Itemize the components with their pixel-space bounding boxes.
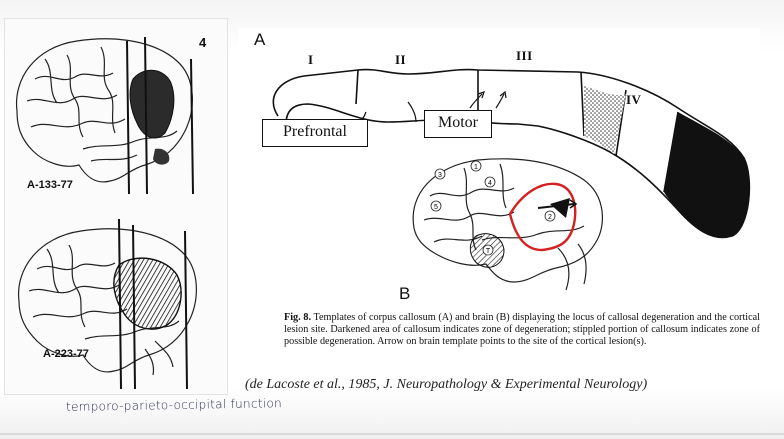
cut-line: [190, 58, 194, 195]
brain-bottom-drawing: [17, 228, 197, 376]
region-label-iv: IV: [626, 92, 642, 107]
brain-top-drawing: [15, 38, 193, 183]
callosum-dark-zone: [664, 112, 750, 238]
brain-top-lesion: [129, 69, 175, 139]
brain-number: 1: [474, 164, 478, 171]
lesion-arrow: [537, 203, 575, 209]
cut-line: [144, 36, 148, 195]
brain-bottom-lesion: [113, 257, 182, 330]
prefrontal-label: Prefrontal: [262, 119, 368, 147]
left-brain-figure: 4 A-133-77 A-223-77: [4, 18, 228, 395]
case-label-bottom: A-223-77: [43, 348, 89, 360]
brain-b-lesion-dark: [550, 198, 570, 218]
region-label-ii: II: [395, 52, 407, 67]
citation: (de Lacoste et al., 1985, J. Neuropathol…: [245, 377, 648, 392]
callosum-and-brain-diagram: 3 1 4 5 2 T: [272, 68, 751, 291]
region-label-i: I: [308, 52, 314, 67]
divider: [0, 433, 784, 435]
cut-line: [118, 218, 122, 390]
callosum-stippled-zone: [584, 86, 626, 154]
region-label-iii: III: [516, 48, 533, 63]
brain-number: 3: [438, 172, 442, 179]
brain-number: T: [486, 248, 491, 255]
panel-b-label: B: [399, 284, 411, 303]
case-label-top: A-133-77: [27, 179, 73, 191]
caption-text: Templates of corpus callosum (A) and bra…: [284, 312, 760, 347]
brain-b-lesion-outline: [508, 182, 577, 252]
figure-caption: Fig. 8. Templates of corpus callosum (A)…: [284, 312, 760, 348]
brain-number: 2: [548, 214, 552, 221]
motor-arrow-right: [495, 93, 505, 109]
caption-prefix: Fig. 8.: [284, 312, 312, 323]
cut-line: [126, 40, 130, 195]
brain-number: 5: [434, 204, 438, 211]
figure-number: 4: [199, 35, 207, 50]
region-label-v: V: [722, 142, 732, 157]
cut-line: [132, 224, 136, 390]
panel-a-label: A: [254, 30, 266, 49]
motor-label: Motor: [424, 110, 492, 138]
left-brain-drawings: [15, 36, 197, 390]
cut-line: [184, 230, 188, 390]
motor-arrow-left: [469, 93, 483, 109]
right-figure-panel: 3 1 4 5 2 T A B I II III IV V Prefrontal…: [238, 28, 760, 374]
brain-number: 4: [488, 180, 492, 187]
